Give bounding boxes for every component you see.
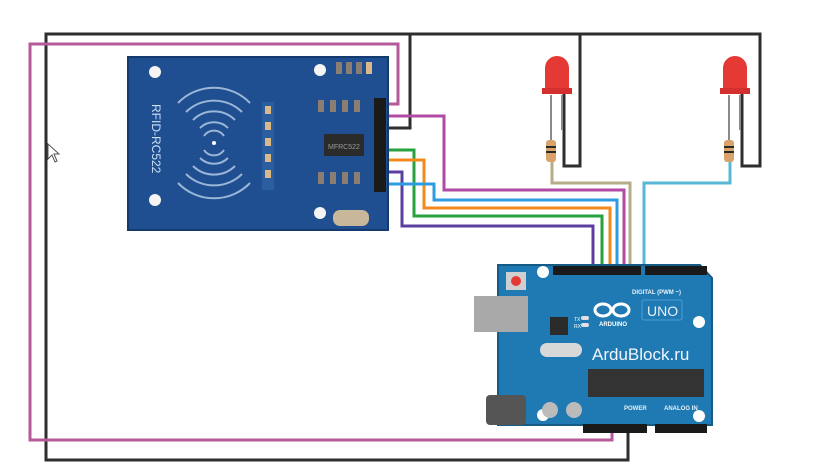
wire-power-loop: [28, 42, 400, 442]
mouse-cursor-icon: [47, 143, 61, 163]
wire-led2-signal: [642, 158, 732, 270]
digital-header-right: [645, 266, 707, 275]
rfid-module: RFID-RC522 MFRC522: [127, 56, 389, 231]
analog-label: ANALOG IN: [664, 406, 698, 412]
atmega-chip: [588, 369, 704, 397]
model-label: UNO: [647, 303, 678, 319]
arduino-uno-board: DIGITAL (PWM ~) POWER ANALOG IN ARDUINO …: [474, 264, 713, 433]
crystal: [333, 210, 369, 226]
wire-gnd-rfid: [382, 32, 412, 130]
usb-chip: [550, 317, 568, 335]
mfrc522-chip: [324, 134, 364, 156]
rfid-header: [374, 98, 386, 192]
wire-3v3: [382, 182, 619, 270]
wire-rst: [382, 170, 595, 270]
tx-label: TX: [574, 317, 581, 323]
chip-label: MFRC522: [328, 144, 360, 151]
antenna-icon: [177, 86, 251, 200]
digital-header-left: [553, 266, 641, 275]
digital-label: DIGITAL (PWM ~): [632, 290, 681, 296]
watermark: ArduBlock.ru: [592, 345, 689, 364]
wire-ground-loop: [44, 32, 762, 462]
wire-sck: [382, 114, 626, 270]
power-label: POWER: [624, 406, 647, 412]
rx-label: RX: [574, 324, 582, 330]
wire-ground-bottom: [44, 423, 630, 462]
led-2: [720, 56, 750, 162]
power-jack: [486, 395, 526, 425]
wire-power-bottom: [28, 423, 614, 442]
wire-miso: [382, 158, 612, 270]
arduino-logo-icon: [593, 302, 631, 318]
analog-header: [655, 424, 707, 433]
led-1: [542, 56, 572, 162]
crystal-oscillator: [540, 343, 582, 357]
rfid-label: RFID-RC522: [149, 104, 163, 174]
usb-port: [474, 296, 528, 332]
power-header: [583, 424, 647, 433]
wire-led1-signal: [550, 158, 632, 270]
wire-mosi: [382, 148, 604, 270]
arduino-logo-text: ARDUINO: [599, 322, 627, 328]
wire-gnd-led1: [562, 32, 582, 168]
